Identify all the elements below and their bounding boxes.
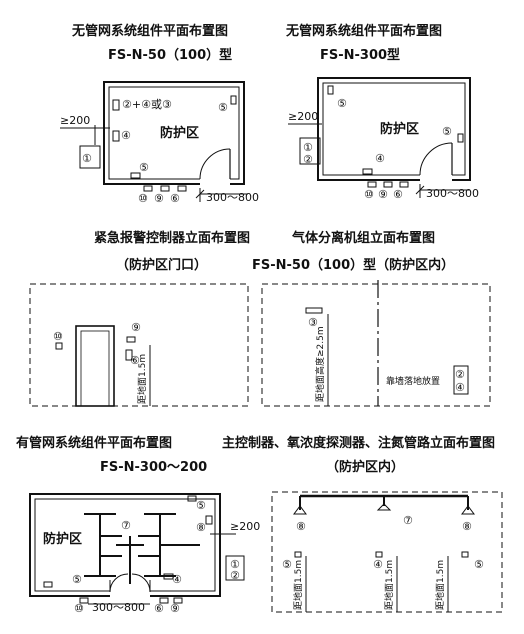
panel2-label-4: ④ [375,152,385,165]
panel4-label-3: ③ [308,316,318,329]
panel5-span: 300～800 [92,601,145,614]
panel2-label-2: ② [303,153,313,166]
panel2-dist: ≥200 [288,110,318,123]
panel4-label-4: ④ [455,381,465,394]
panel5-plan: 防护区 ⑤ ⑧ ⑦ ④ ⑤ ① ② ≥200 ⑩ 300～800 ⑥ ⑨ [29,493,260,615]
panel6-label-4: ④ [373,558,383,571]
panel4-elevation: ③ ② ④ 距地面高度≥2.5m 靠墙落地放置 [261,280,491,407]
panel2-label-1: ① [303,141,313,154]
panel1-device-2 [112,99,120,111]
panel4-floor: 靠墙落地放置 [386,375,440,387]
panel3-label-6: ⑥ [130,354,140,367]
panel1-room-outer [103,81,245,185]
panel6-nozzle-mid [376,503,392,511]
panel4-title: 气体分离机组立面布置图 [292,231,436,246]
panel2-label-5b: ⑤ [442,125,452,138]
panel6-nozzle-right [461,505,475,515]
panel1-label-9: ⑨ [154,192,164,205]
panel5-label-10: ⑩ [74,602,84,615]
panel6-label-8a: ⑧ [296,520,306,533]
panel5-title: 有管网系统组件平面布置图 [16,436,173,451]
panel6-elevation: ⑧ ⑦ ⑧ ⑤ ④ ⑤ 距地面1.5m 距地面1.5m 距地面1.5m [271,491,503,613]
panel5-pipe-network [84,513,200,584]
panel5-label-6: ⑥ [154,602,164,615]
panel6-nozzle-left [293,505,307,515]
panel1-device-4 [112,130,120,142]
panel2-door-arc [419,142,453,176]
panel2-span: 300～800 [426,187,479,200]
panel5-zone: 防护区 [43,531,82,547]
panel1-label-2-4-3: ②+④或③ [122,98,172,111]
panel1-label-5a: ⑤ [218,101,228,114]
panel2-zone: 防护区 [380,121,419,137]
panel2-box-1-2 [299,137,321,165]
panel6-label-7: ⑦ [403,514,413,527]
panel5-label-2: ② [230,569,240,582]
panel3-label-9: ⑨ [131,321,141,334]
panel5-label-5b: ⑤ [72,573,82,586]
panel1-label-5b: ⑤ [139,161,149,174]
panel2-room-outer [317,77,471,181]
panel1-room-inner [108,86,240,180]
panel2-label-5a: ⑤ [337,97,347,110]
panel1-zone: 防护区 [160,125,199,141]
panel6-label-5a: ⑤ [282,558,292,571]
panel6-wall [271,491,503,613]
panel1-title: 无管网系统组件平面布置图 [72,24,229,39]
panel3-elevation: ⑩ ⑨ ⑥ 距地面1.5m [29,283,249,407]
panel2-room-inner [322,82,466,176]
panel5-label-7: ⑦ [121,519,131,532]
panel6-label-8b: ⑧ [462,520,472,533]
panel5-dist: ≥200 [230,520,260,533]
panel1-label-4: ④ [121,129,131,142]
panel1-door-arc [199,148,231,180]
panel1-dist: ≥200 [60,114,90,127]
panel5-label-1: ① [230,558,240,571]
panel1-subtitle: FS-N-50（100）型 [108,48,233,63]
panel5-label-4: ④ [172,573,182,586]
panel2-subtitle: FS-N-300型 [320,48,401,63]
panel2-label-6: ⑥ [393,188,403,201]
panel6-height-1: 距地面1.5m [292,560,304,610]
panel6-label-5b: ⑤ [474,558,484,571]
panel4-subtitle: FS-N-50（100）型（防护区内） [252,258,455,273]
panel4-wall [261,283,491,407]
panel3-title: 紧急报警控制器立面布置图 [94,231,251,246]
panel1-device-5b [130,172,141,179]
panel5-subtitle: FS-N-300～200 [100,460,208,475]
panel4-label-2: ② [455,368,465,381]
panel1-box-1 [79,145,101,169]
panel6-subtitle: （防护区内） [326,460,405,475]
panel2-title: 无管网系统组件平面布置图 [286,24,443,39]
panel6-height-3: 距地面1.5m [434,560,446,610]
panel2-plan: ⑤ ⑤ ④ ① ② 防护区 ≥200 ⑩ ⑨ ⑥ 300～800 [288,77,479,201]
panel1-span: 300～800 [206,191,259,204]
panel1-label-1: ① [82,152,92,165]
panel1-device-5a [230,95,237,105]
panel5-label-5a: ⑤ [196,499,206,512]
panel3-height: 距地面1.5m [136,354,148,404]
panel5-label-8: ⑧ [196,521,206,534]
panel1-label-6: ⑥ [170,192,180,205]
panel3-subtitle: （防护区门口） [116,258,208,273]
panel1-plan: ②+④或③ ④ ⑤ ⑤ ① 防护区 ≥200 ⑩ ⑨ ⑥ 300～800 [60,81,259,205]
panel5-label-9: ⑨ [170,602,180,615]
panel3-label-10: ⑩ [53,330,63,343]
panel6-height-2: 距地面1.5m [383,560,395,610]
panel1-label-10: ⑩ [138,192,148,205]
panel6-title: 主控制器、氧浓度探测器、注氮管路立面布置图 [222,436,496,451]
panel3-door [75,325,115,407]
panel4-height: 距地面高度≥2.5m [314,326,326,402]
panel2-label-10: ⑩ [364,188,374,201]
panel2-label-9: ⑨ [378,188,388,201]
